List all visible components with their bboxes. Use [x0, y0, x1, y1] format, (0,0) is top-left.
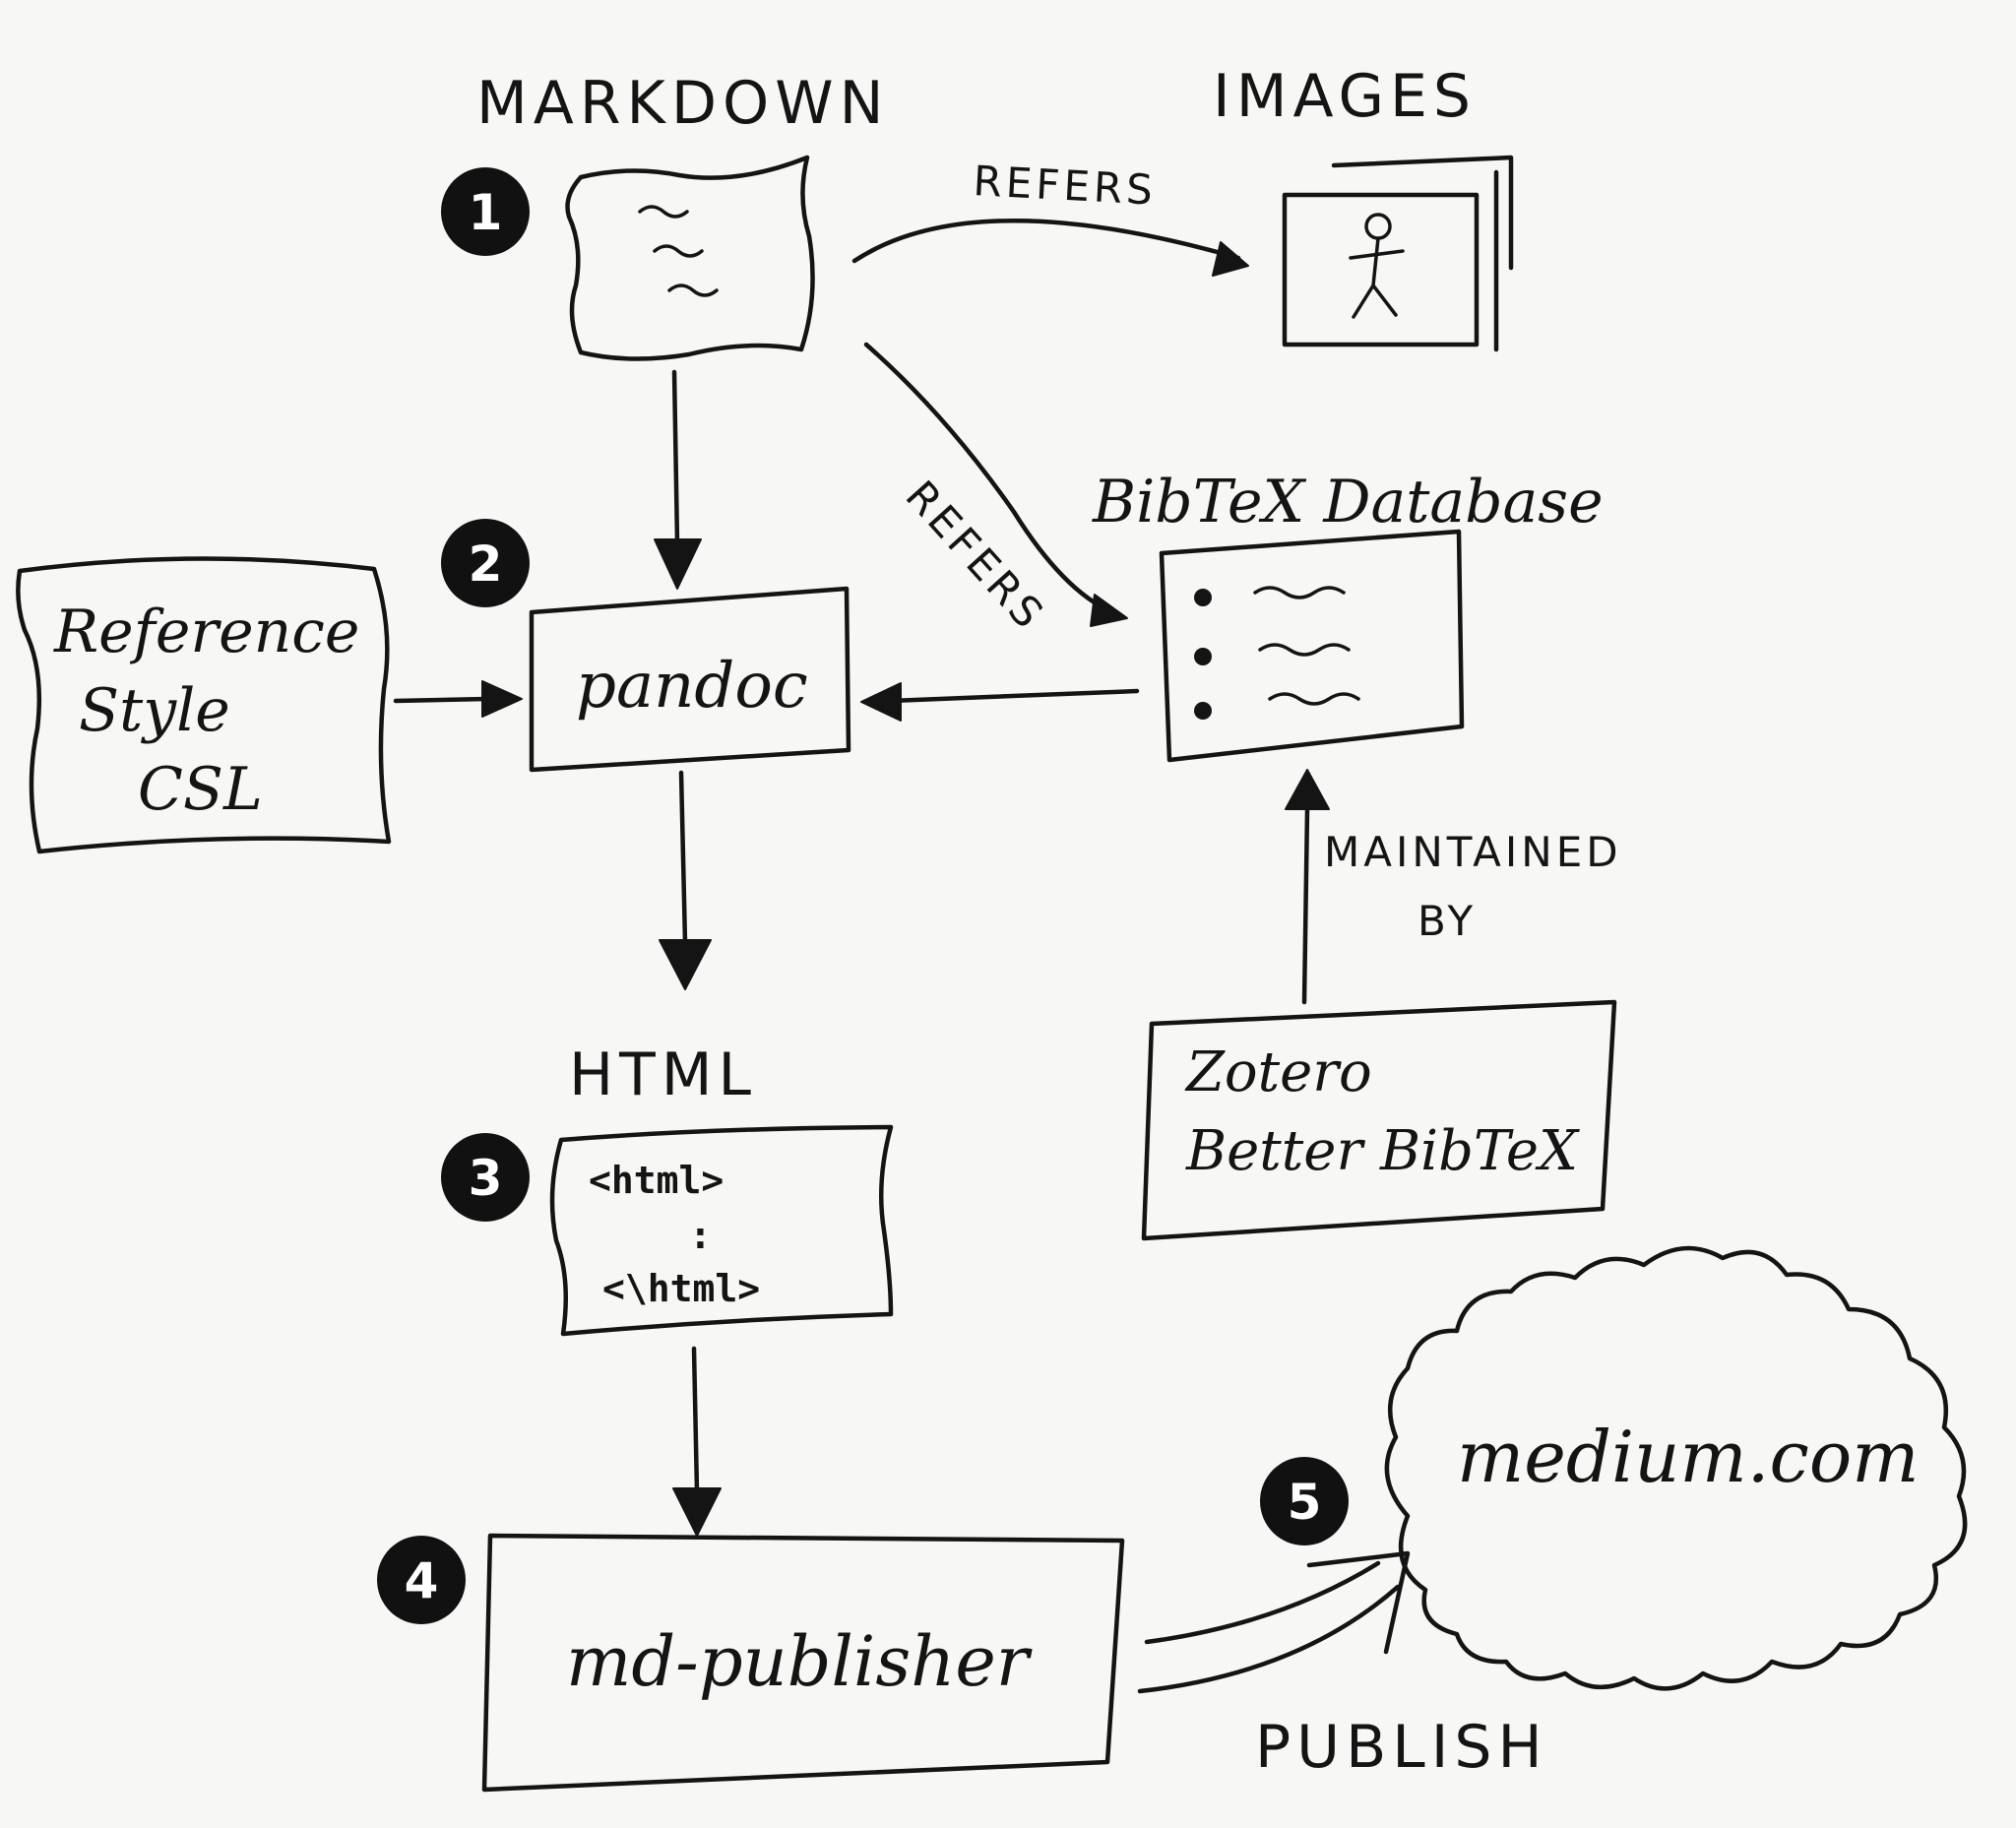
- arrow-markdown-to-pandoc: [654, 369, 702, 590]
- html-label: HTML: [569, 1040, 757, 1109]
- step-badge-3: 3: [441, 1133, 530, 1222]
- bibtex-database-label: BibTeX Database: [1092, 468, 1604, 536]
- svg-text:Better BibTeX: Better BibTeX: [1185, 1119, 1580, 1183]
- step-badge-1: 1: [441, 167, 530, 256]
- arrow-publish: [1137, 1550, 1411, 1694]
- medium-cloud: medium.com: [1384, 1245, 1968, 1691]
- step-badge-4: 4: [377, 1536, 466, 1624]
- svg-text:Style: Style: [79, 676, 230, 745]
- svg-text:CSL: CSL: [138, 755, 263, 824]
- svg-text::: :: [689, 1214, 712, 1257]
- svg-text:Reference: Reference: [53, 598, 359, 666]
- svg-text:<html>: <html>: [589, 1159, 724, 1202]
- arrow-markdown-to-images: [851, 219, 1249, 277]
- svg-text:1: 1: [469, 184, 503, 241]
- bibtex-database-box: [1159, 529, 1465, 763]
- maintained-label: MAINTAINED: [1324, 828, 1622, 876]
- arrow-html-to-md-publisher: [672, 1346, 722, 1537]
- arrow-zotero-to-bibtex: [1285, 769, 1330, 1005]
- step-badge-2: 2: [441, 519, 530, 607]
- html-document: <html> : <\html>: [549, 1124, 894, 1337]
- zotero-box: Zotero Better BibTeX: [1141, 999, 1617, 1241]
- markdown-document: [565, 155, 815, 361]
- svg-text:md-publisher: md-publisher: [566, 1621, 1033, 1702]
- images-icon: [1282, 155, 1514, 352]
- arrow-csl-to-pandoc: [393, 680, 523, 718]
- pandoc-box: pandoc: [529, 586, 851, 773]
- refers-label-bibtex: REFERS: [897, 472, 1055, 640]
- step-badge-5: 5: [1260, 1457, 1349, 1545]
- svg-text:2: 2: [469, 536, 503, 593]
- md-publisher-box: md-publisher: [481, 1533, 1125, 1793]
- svg-text:<\html>: <\html>: [602, 1267, 760, 1310]
- arrow-pandoc-to-html: [659, 770, 712, 990]
- svg-text:Zotero: Zotero: [1184, 1040, 1372, 1104]
- images-label: IMAGES: [1213, 62, 1477, 131]
- arrow-markdown-to-bibtex: [863, 342, 1128, 627]
- svg-text:5: 5: [1288, 1474, 1322, 1531]
- markdown-label: MARKDOWN: [476, 69, 889, 138]
- svg-text:medium.com: medium.com: [1457, 1416, 1919, 1498]
- svg-text:3: 3: [469, 1150, 503, 1207]
- arrow-bibtex-to-pandoc: [860, 682, 1140, 722]
- publish-label: PUBLISH: [1255, 1713, 1548, 1782]
- csl-document: Reference Style CSL: [16, 556, 392, 854]
- refers-label-images: REFERS: [972, 157, 1158, 215]
- svg-text:4: 4: [405, 1552, 439, 1609]
- by-label: BY: [1418, 897, 1477, 945]
- svg-text:pandoc: pandoc: [576, 650, 808, 723]
